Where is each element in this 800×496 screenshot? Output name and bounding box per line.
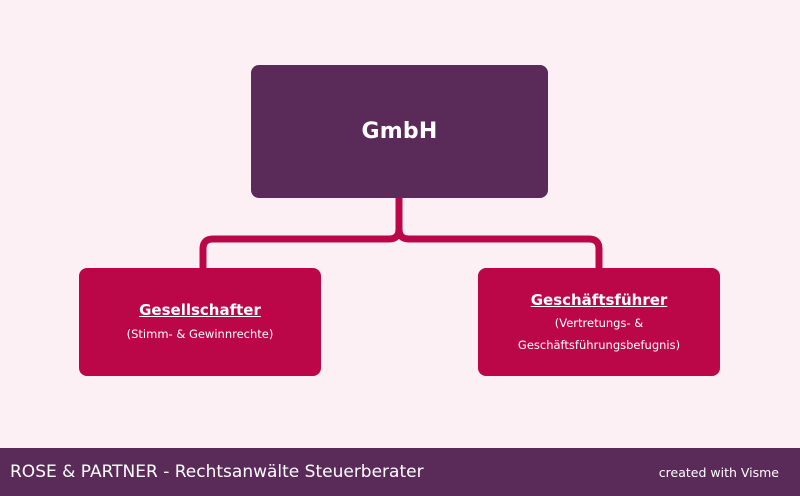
child-node-managing-director: Geschäftsführer (Vertretungs- & Geschäft…: [478, 268, 720, 376]
child-node-subtitle-line-2: Geschäftsführungsbefugnis): [517, 337, 681, 352]
child-node-shareholders: Gesellschafter (Stimm- & Gewinnrechte): [79, 268, 321, 376]
root-node: GmbH: [251, 65, 548, 198]
connector-lines: [199, 198, 603, 268]
footer-bar: ROSE & PARTNER - Rechtsanwälte Steuerber…: [0, 448, 800, 496]
footer-title: ROSE & PARTNER - Rechtsanwälte Steuerber…: [10, 462, 424, 482]
child-node-title: Gesellschafter: [139, 301, 261, 319]
footer-credit-link[interactable]: created with Visme: [658, 464, 779, 480]
root-node-label: GmbH: [361, 119, 438, 144]
child-node-title: Geschäftsführer: [530, 290, 668, 309]
org-chart: GmbH Gesellschafter (Stimm- & Gewinnrech…: [79, 65, 720, 376]
child-node-subtitle-line-1: (Vertretungs- &: [554, 315, 644, 330]
connector-path: [199, 198, 603, 268]
child-node-subtitle: (Stimm- & Gewinnrechte): [126, 327, 274, 341]
